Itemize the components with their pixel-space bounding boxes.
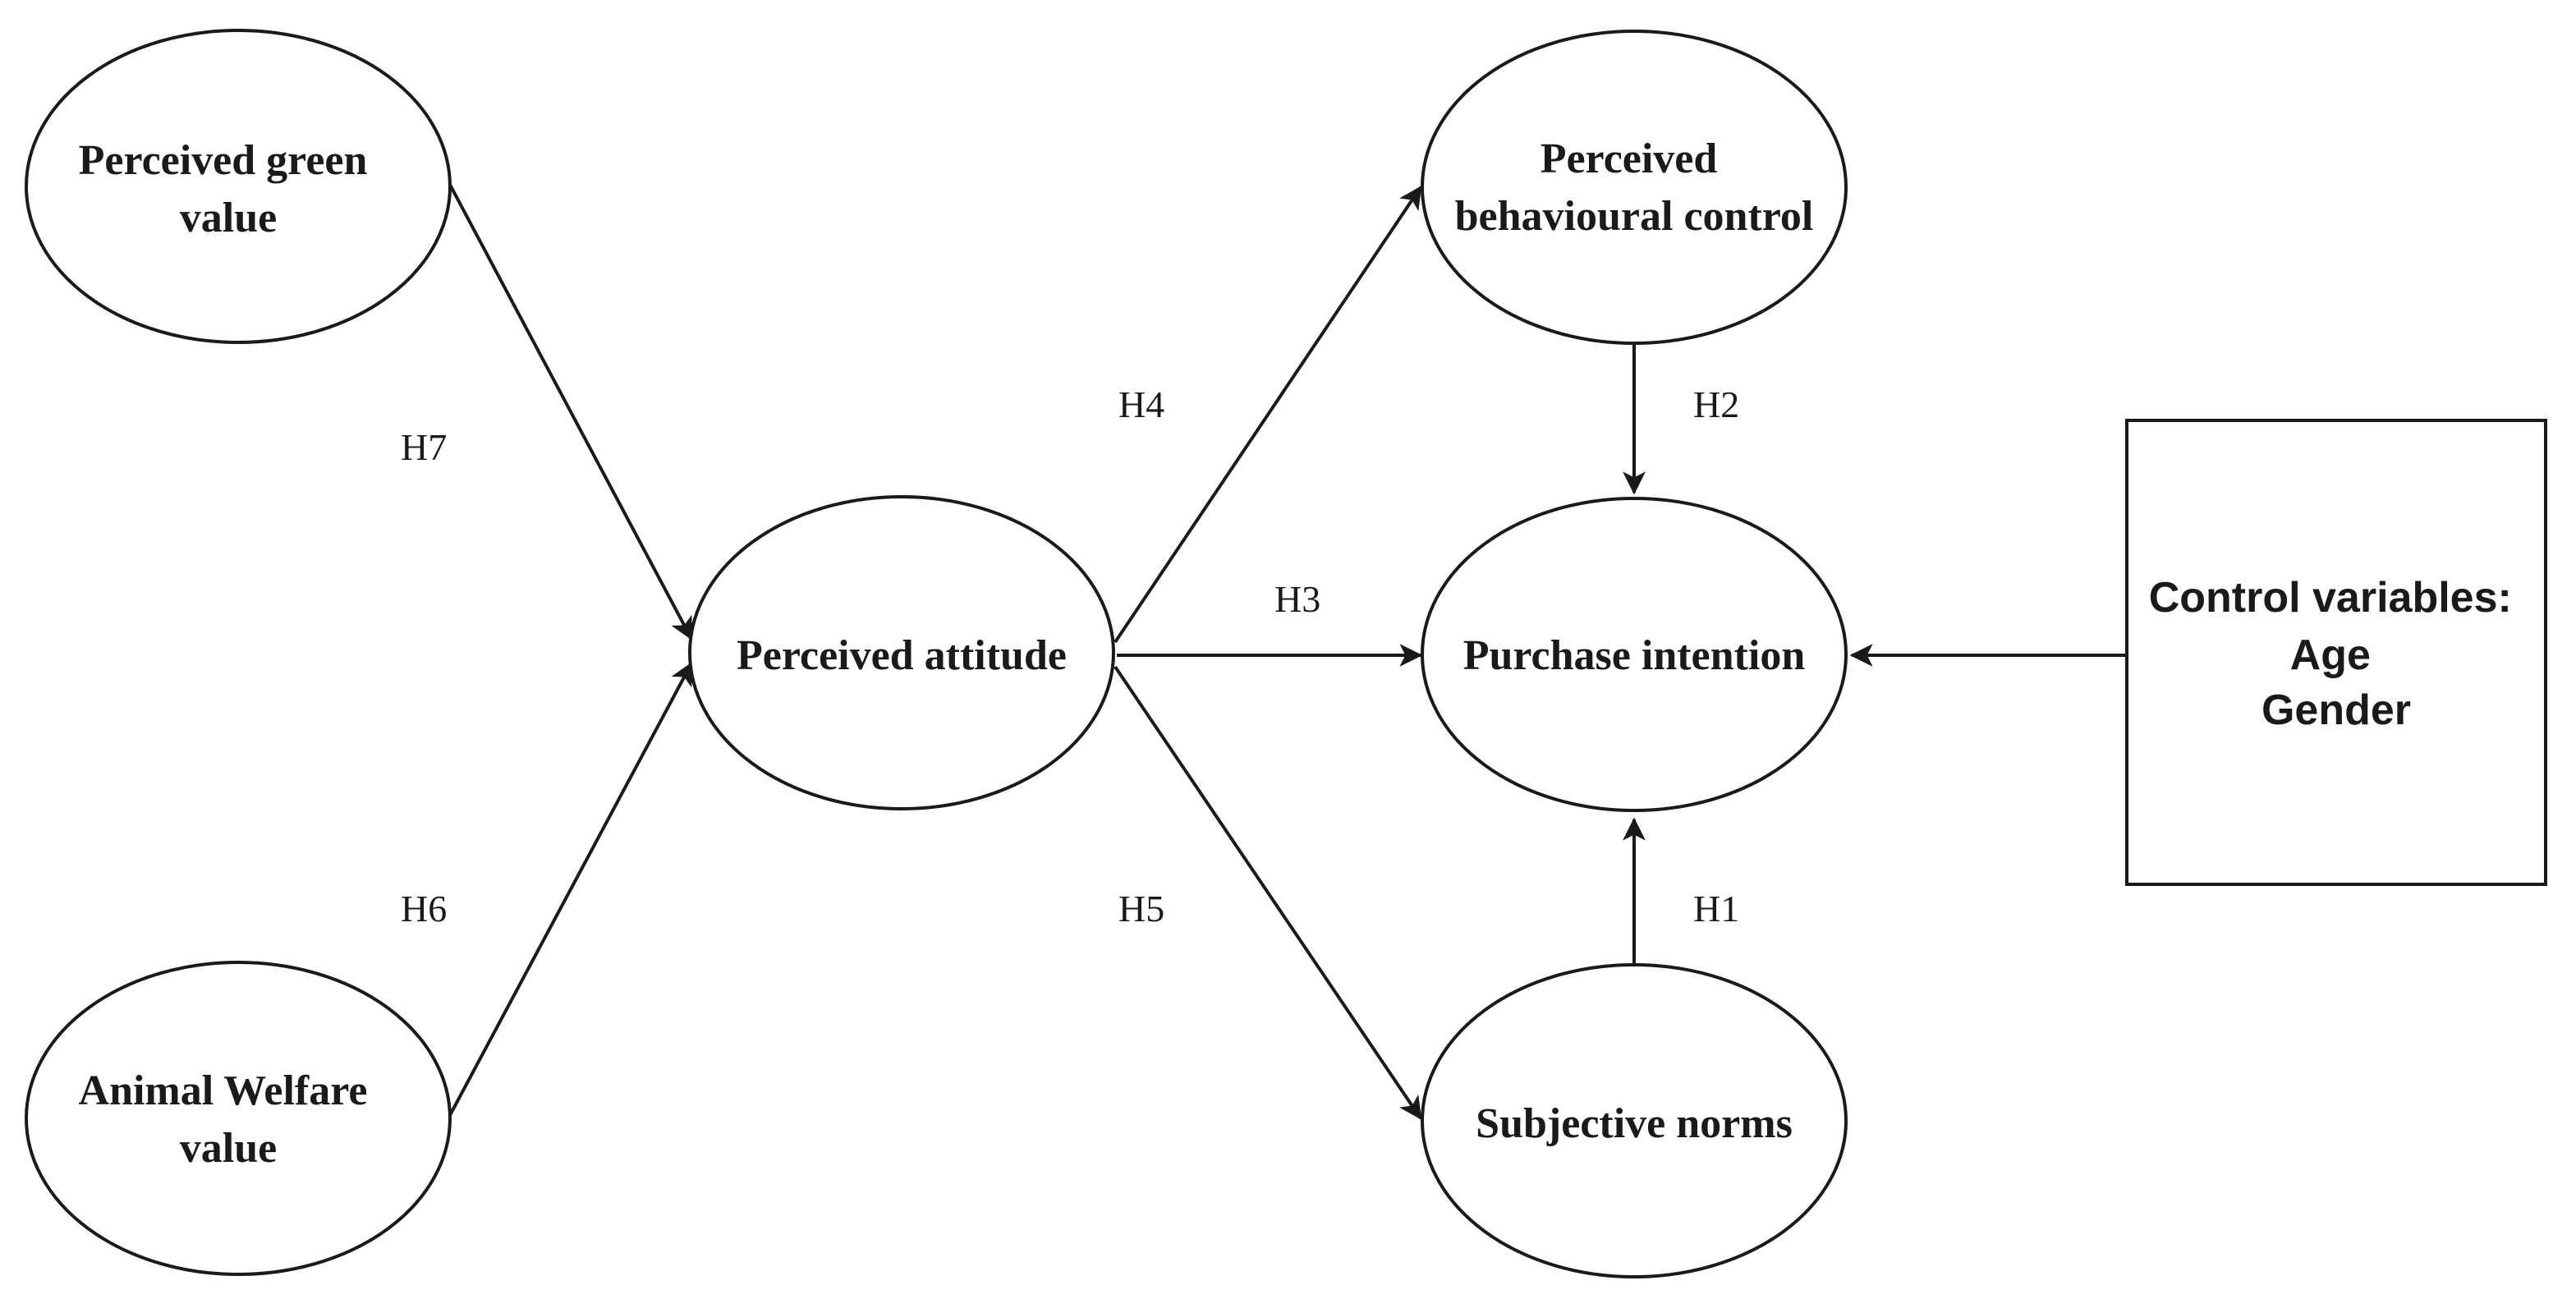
node-label-line: value <box>180 195 277 241</box>
node-control-variables: Control variables: Age Gender <box>2125 419 2547 886</box>
node-label-line: behavioural control <box>1455 193 1814 240</box>
node-perceived-behavioural-control: Perceived behavioural control <box>1421 30 1848 345</box>
node-label-line: value <box>180 1125 277 1172</box>
node-animal-welfare-value: Animal Welfare value <box>25 961 452 1276</box>
edge-h4-attitude-to-pbc <box>1114 186 1422 644</box>
hypothesis-label-h6: H6 <box>401 888 447 929</box>
node-label-line: Subjective norms <box>1476 1100 1793 1147</box>
svg-text:Purchase intention: Purchase intention <box>1463 632 1806 679</box>
svg-text:Perceived green value: Perceived green value <box>79 137 379 241</box>
node-label-line: Purchase intention <box>1463 632 1806 679</box>
node-label-line: Perceived green <box>79 137 368 184</box>
svg-text:Animal Welfare value: Animal Welfare value <box>79 1067 379 1172</box>
node-label-line: Perceived attitude <box>737 632 1067 679</box>
hypothesis-label-h7: H7 <box>401 426 447 468</box>
node-subjective-norms: Subjective norms <box>1421 963 1848 1278</box>
svg-text:Subjective norms: Subjective norms <box>1476 1100 1793 1147</box>
edge-h7-green-value-to-attitude <box>448 184 693 641</box>
box-label-line: Gender <box>2261 686 2411 734</box>
node-label-line: Perceived <box>1541 135 1718 182</box>
svg-text:Perceived behavioural co: Perceived behavioural control <box>1455 135 1814 240</box>
node-perceived-green-value: Perceived green value <box>25 29 452 344</box>
svg-text:Perceived attitude: Perceived attitude <box>737 632 1067 679</box>
hypothesis-label-h4: H4 <box>1118 383 1164 425</box>
hypothesis-label-h1: H1 <box>1693 888 1739 929</box>
edge-h5-attitude-to-norms <box>1114 665 1422 1120</box>
node-purchase-intention: Purchase intention <box>1421 497 1848 812</box>
box-label-line: Age <box>2290 631 2371 679</box>
hypothesis-label-h5: H5 <box>1118 888 1164 929</box>
hypothesis-label-h2: H2 <box>1693 383 1739 425</box>
node-perceived-attitude: Perceived attitude <box>688 495 1115 810</box>
hypothesis-label-h3: H3 <box>1274 578 1320 620</box>
box-label-line: Control variables: <box>2149 574 2512 622</box>
edge-h6-animal-welfare-to-attitude <box>448 661 693 1116</box>
node-label-line: Animal Welfare <box>79 1067 368 1114</box>
svg-text:Control variables: Age: Control variables: Age Gender <box>2149 574 2524 734</box>
